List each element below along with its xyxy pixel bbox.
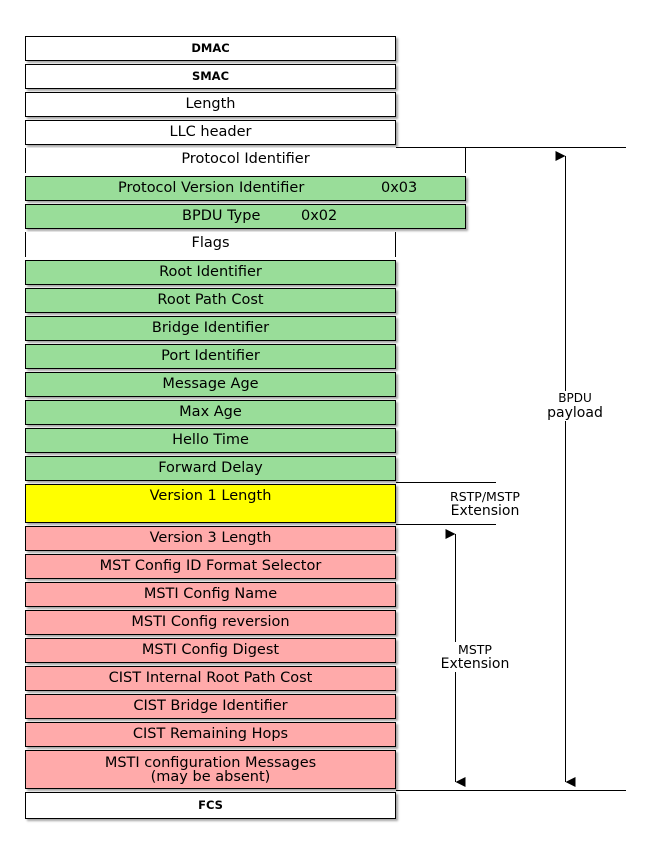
flags-field: Flags: [25, 232, 396, 257]
version1-length-label: Version 1 Length: [149, 488, 272, 504]
version1-length-field: Version 1 Length: [25, 484, 396, 523]
mst-config-id-format-selector-label: MST Config ID Format Selector: [99, 558, 322, 574]
protocol-version-identifier-label: Protocol Version Identifier: [118, 180, 305, 196]
mstp-extension-annotation: MSTP Extension: [420, 642, 530, 672]
cist-bridge-identifier-label: CIST Bridge Identifier: [133, 698, 288, 714]
version3-length-field: Version 3 Length: [25, 526, 396, 551]
bpdu-type-field: BPDU Type 0x02: [25, 204, 466, 229]
smac-label: SMAC: [191, 69, 230, 83]
dmac-label: DMAC: [191, 41, 230, 55]
cist-bridge-identifier-field: CIST Bridge Identifier: [25, 694, 396, 719]
bpdu-type-value: 0x02: [301, 208, 338, 224]
bpdu-payload-label-line1: BPDU: [558, 391, 592, 405]
cist-remaining-hops-field: CIST Remaining Hops: [25, 722, 396, 747]
msti-configuration-messages-label: MSTI configuration Messages: [104, 755, 317, 771]
msti-config-reversion-label: MSTI Config reversion: [131, 614, 290, 630]
port-identifier-label: Port Identifier: [161, 348, 260, 364]
message-age-label: Message Age: [162, 376, 259, 392]
max-age-label: Max Age: [179, 404, 242, 420]
version3-length-label: Version 3 Length: [149, 530, 272, 546]
mstp-label-line1: MSTP: [458, 642, 492, 657]
protocol-version-identifier-field: Protocol Version Identifier 0x03: [25, 176, 466, 201]
cist-remaining-hops-label: CIST Remaining Hops: [132, 726, 289, 742]
msti-config-reversion-field: MSTI Config reversion: [25, 610, 396, 635]
port-identifier-field: Port Identifier: [25, 344, 396, 369]
hello-time-label: Hello Time: [172, 432, 249, 448]
msti-config-digest-field: MSTI Config Digest: [25, 638, 396, 663]
forward-delay-field: Forward Delay: [25, 456, 396, 481]
cist-internal-root-path-cost-label: CIST Internal Root Path Cost: [108, 670, 313, 686]
mst-config-id-format-selector-field: MST Config ID Format Selector: [25, 554, 396, 579]
rstp-mstp-label-line2: Extension: [450, 503, 520, 519]
root-path-cost-field: Root Path Cost: [25, 288, 396, 313]
msti-config-name-field: MSTI Config Name: [25, 582, 396, 607]
msti-config-digest-label: MSTI Config Digest: [141, 642, 280, 658]
fcs-field: FCS: [25, 792, 396, 819]
hello-time-field: Hello Time: [25, 428, 396, 453]
bridge-identifier-label: Bridge Identifier: [151, 320, 270, 336]
max-age-field: Max Age: [25, 400, 396, 425]
bpdu-payload-label-line2: payload: [547, 405, 603, 421]
protocol-identifier-label: Protocol Identifier: [181, 151, 310, 167]
bpdu-payload-annotation: BPDU payload: [525, 391, 625, 421]
forward-delay-label: Forward Delay: [158, 460, 263, 476]
llc-header-field: LLC header: [25, 120, 396, 145]
msti-configuration-messages-note: (may be absent): [150, 769, 271, 785]
root-identifier-field: Root Identifier: [25, 260, 396, 285]
length-label: Length: [185, 96, 236, 112]
bridge-identifier-field: Bridge Identifier: [25, 316, 396, 341]
rstp-mstp-label-line1: RSTP/MSTP: [450, 489, 520, 504]
protocol-identifier-field: Protocol Identifier: [25, 148, 466, 173]
rstp-mstp-extension-annotation: RSTP/MSTP Extension: [425, 489, 545, 519]
protocol-version-value: 0x03: [381, 180, 418, 196]
root-path-cost-label: Root Path Cost: [157, 292, 264, 308]
cist-internal-root-path-cost-field: CIST Internal Root Path Cost: [25, 666, 396, 691]
fcs-label: FCS: [198, 798, 223, 812]
msti-configuration-messages-field: MSTI configuration Messages (may be abse…: [25, 750, 396, 789]
msti-config-name-label: MSTI Config Name: [143, 586, 278, 602]
length-field: Length: [25, 92, 396, 117]
root-identifier-label: Root Identifier: [159, 264, 262, 280]
mstp-label-line2: Extension: [440, 656, 510, 672]
llc-header-label: LLC header: [169, 124, 252, 140]
bpdu-type-label: BPDU Type: [182, 208, 261, 224]
message-age-field: Message Age: [25, 372, 396, 397]
dmac-field: DMAC: [25, 36, 396, 61]
flags-label: Flags: [191, 235, 230, 251]
smac-field: SMAC: [25, 64, 396, 89]
